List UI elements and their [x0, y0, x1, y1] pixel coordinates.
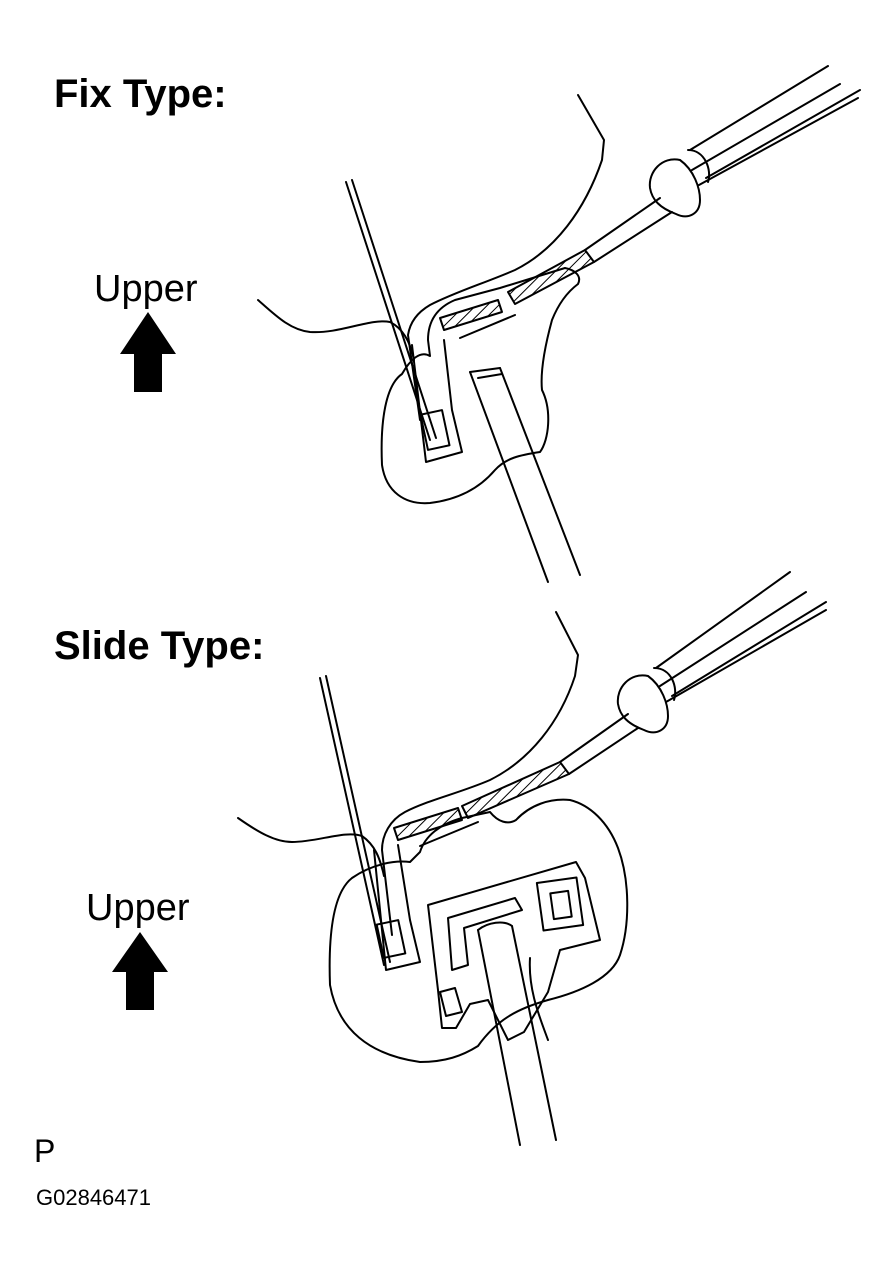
code-letter: P	[34, 1133, 56, 1169]
fix-upper-label: Upper	[94, 268, 198, 310]
fix-glass-channel	[411, 339, 463, 463]
slide-glass-pane	[319, 675, 391, 966]
slide-body-panel	[381, 611, 579, 936]
slide-bracket	[427, 861, 601, 1041]
fix-body-panel	[407, 94, 605, 421]
slide-upper-arrow-icon	[112, 932, 168, 1010]
fix-type-heading: Fix Type:	[54, 72, 227, 116]
slide-type-heading: Slide Type:	[54, 624, 265, 668]
fix-type-illustration	[257, 65, 861, 583]
fix-guide-rail	[469, 367, 581, 583]
slide-type-illustration	[237, 571, 827, 1146]
slide-clip-lip	[419, 821, 479, 847]
fix-clip-lip	[459, 314, 516, 339]
fix-glass-edge	[419, 409, 451, 451]
fix-body-panel-inner	[257, 299, 415, 361]
slide-screwdriver	[461, 571, 827, 819]
slide-upper-label: Upper	[86, 887, 190, 929]
fix-hatched-clip	[439, 299, 503, 331]
slide-glass-channel	[373, 844, 421, 971]
slide-guide-rail	[477, 921, 557, 1146]
fix-screwdriver	[507, 65, 861, 305]
fix-molding	[380, 267, 581, 505]
slide-body-panel-inner	[237, 817, 385, 877]
slide-glass-edge	[375, 919, 407, 959]
slide-hatched-clip	[393, 807, 463, 841]
figure-id: G02846471	[36, 1185, 151, 1210]
fix-upper-arrow-icon	[120, 312, 176, 392]
